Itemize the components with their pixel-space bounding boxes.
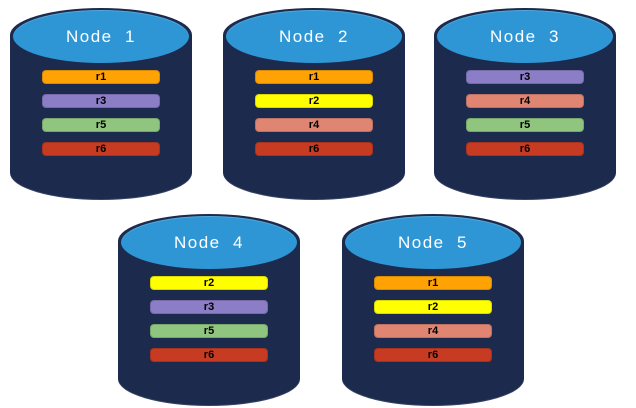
replica-bar: r1	[255, 70, 373, 84]
node-5-cylinder: Node 5 r1 r2 r4 r6	[342, 214, 524, 406]
node-1-cylinder: Node 1 r1 r3 r5 r6	[10, 8, 192, 200]
replica-bar: r1	[374, 276, 492, 290]
replica-bar: r6	[150, 348, 268, 362]
node-3-cylinder: Node 3 r3 r4 r5 r6	[434, 8, 616, 200]
node-4-replica-list: r2 r3 r5 r6	[118, 276, 300, 362]
replica-bar: r6	[255, 142, 373, 156]
node-2-cylinder: Node 2 r1 r2 r4 r6	[223, 8, 405, 200]
replica-bar: r4	[374, 324, 492, 338]
replica-bar: r3	[466, 70, 584, 84]
replica-bar: r4	[466, 94, 584, 108]
node-2-title: Node 2	[278, 26, 350, 46]
replica-bar: r3	[150, 300, 268, 314]
replica-bar: r5	[42, 118, 160, 132]
replica-bar: r2	[150, 276, 268, 290]
node-1-replica-list: r1 r3 r5 r6	[10, 70, 192, 156]
replica-bar: r3	[42, 94, 160, 108]
replica-bar: r2	[374, 300, 492, 314]
replica-bar: r6	[42, 142, 160, 156]
node-4-title: Node 4	[173, 232, 245, 252]
replica-bar: r5	[150, 324, 268, 338]
node-2-replica-list: r1 r2 r4 r6	[223, 70, 405, 156]
node-3-replica-list: r3 r4 r5 r6	[434, 70, 616, 156]
node-1-title: Node 1	[65, 26, 137, 46]
node-4-cylinder-top: Node 4	[121, 216, 297, 269]
node-4-cylinder: Node 4 r2 r3 r5 r6	[118, 214, 300, 406]
node-5-cylinder-top: Node 5	[345, 216, 521, 269]
node-2-cylinder-top: Node 2	[226, 10, 402, 63]
node-3-title: Node 3	[489, 26, 561, 46]
node-5-replica-list: r1 r2 r4 r6	[342, 276, 524, 362]
node-5-title: Node 5	[397, 232, 469, 252]
replica-bar: r5	[466, 118, 584, 132]
replica-bar: r6	[466, 142, 584, 156]
node-1-cylinder-top: Node 1	[13, 10, 189, 63]
replica-bar: r1	[42, 70, 160, 84]
replica-bar: r6	[374, 348, 492, 362]
node-3-cylinder-top: Node 3	[437, 10, 613, 63]
replica-bar: r2	[255, 94, 373, 108]
replica-bar: r4	[255, 118, 373, 132]
